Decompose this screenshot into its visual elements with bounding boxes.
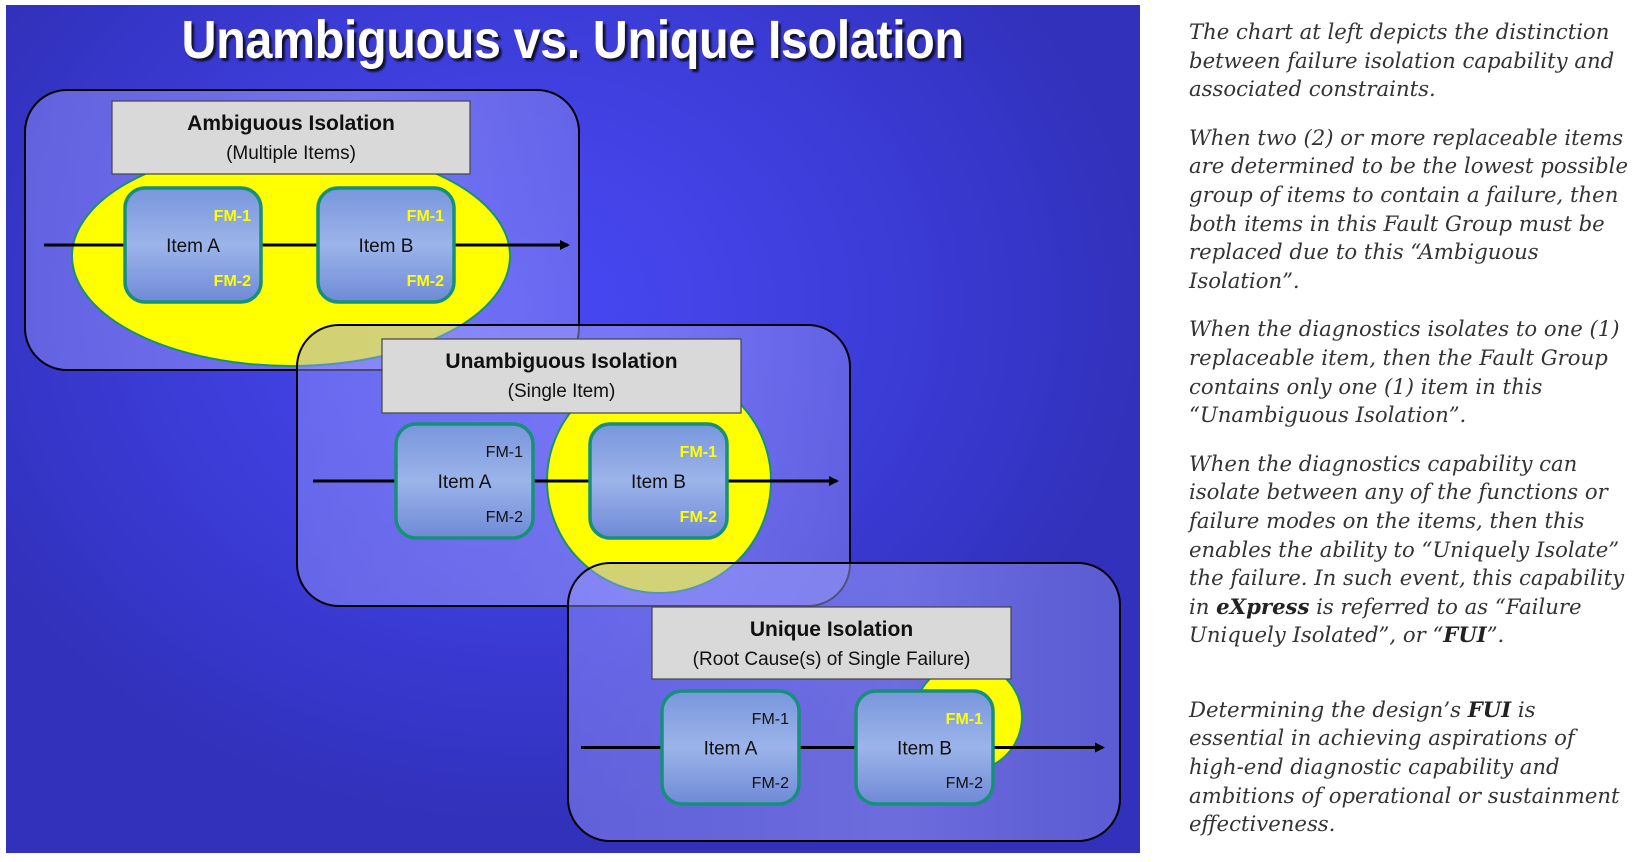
failure-mode-2: FM-2	[214, 273, 251, 290]
isolation-panel-2: Unambiguous Isolation (Single Item) Item A…	[296, 324, 851, 607]
item-name: Item B	[897, 739, 952, 760]
item-name: Item A	[704, 739, 758, 760]
failure-mode-1: FM-1	[407, 208, 444, 225]
item-body	[588, 422, 729, 540]
failure-mode-1: FM-1	[752, 711, 789, 728]
item-box-a: Item A FM-1FM-2	[394, 422, 535, 540]
label-title: Unambiguous Isolation	[445, 350, 677, 373]
item-name: Item A	[166, 236, 220, 257]
panel-label: Ambiguous Isolation (Multiple Items)	[111, 100, 471, 175]
panel-label: Unique Isolation (Root Cause(s) of Single…	[651, 606, 1012, 680]
description-text: The chart at left depicts the distinctio…	[1189, 18, 1629, 859]
isolation-panel-1: Ambiguous Isolation (Multiple Items) Item …	[24, 89, 580, 371]
item-body	[854, 689, 995, 806]
description-paragraph-1: The chart at left depicts the distinctio…	[1189, 19, 1615, 102]
label-subtitle: (Root Cause(s) of Single Failure)	[693, 649, 971, 670]
item-box-a: Item A FM-1FM-2	[660, 689, 801, 806]
item-name: Item A	[438, 472, 492, 493]
label-box	[381, 338, 742, 414]
description-paragraph-4: When the diagnostics capability can isol…	[1189, 450, 1625, 648]
label-subtitle: (Single Item)	[508, 381, 616, 402]
item-body	[123, 186, 263, 304]
label-box	[111, 100, 471, 175]
failure-mode-2: FM-2	[486, 509, 523, 526]
fui-term: FUI	[1443, 622, 1487, 648]
description-paragraph-2: When two (2) or more replaceable items a…	[1189, 124, 1628, 293]
item-body	[660, 689, 801, 806]
failure-mode-2: FM-2	[680, 509, 717, 526]
label-subtitle: (Multiple Items)	[226, 143, 356, 164]
express-product-name: eXpress	[1216, 593, 1310, 619]
label-title: Ambiguous Isolation	[187, 112, 395, 135]
failure-mode-1: FM-1	[946, 711, 983, 728]
slide: Ambiguous Isolation (Multiple Items) Item …	[6, 5, 1140, 853]
failure-mode-2: FM-2	[407, 273, 444, 290]
failure-mode-2: FM-2	[946, 775, 983, 792]
failure-mode-1: FM-1	[486, 444, 523, 461]
description-paragraph-3: When the diagnostics isolates to one (1)…	[1189, 316, 1620, 428]
failure-mode-1: FM-1	[680, 444, 717, 461]
fui-term: FUI	[1467, 696, 1512, 722]
item-name: Item B	[631, 472, 686, 493]
item-name: Item B	[359, 236, 414, 257]
panel-label: Unambiguous Isolation (Single Item)	[381, 338, 742, 414]
isolation-panel-3: Unique Isolation (Root Cause(s) of Single…	[567, 562, 1121, 842]
description-paragraph-5: Determining the design’s FUI is essentia…	[1189, 696, 1620, 837]
panel-frame	[567, 562, 1121, 842]
item-box-b: Item B FM-1FM-2	[316, 186, 456, 304]
item-body	[394, 422, 535, 540]
label-title: Unique Isolation	[750, 618, 913, 641]
item-box-b: Item B FM-1FM-2	[854, 689, 995, 806]
label-box	[651, 606, 1012, 680]
item-box-a: Item A FM-1FM-2	[123, 186, 263, 304]
isolation-diagram: Ambiguous Isolation (Multiple Items) Item …	[24, 89, 1121, 842]
failure-mode-2: FM-2	[752, 775, 789, 792]
item-body	[316, 186, 456, 304]
slide-title: Unambiguous vs. Unique Isolation	[181, 10, 965, 70]
failure-mode-1: FM-1	[214, 208, 251, 225]
item-box-b: Item B FM-1FM-2	[588, 422, 729, 540]
